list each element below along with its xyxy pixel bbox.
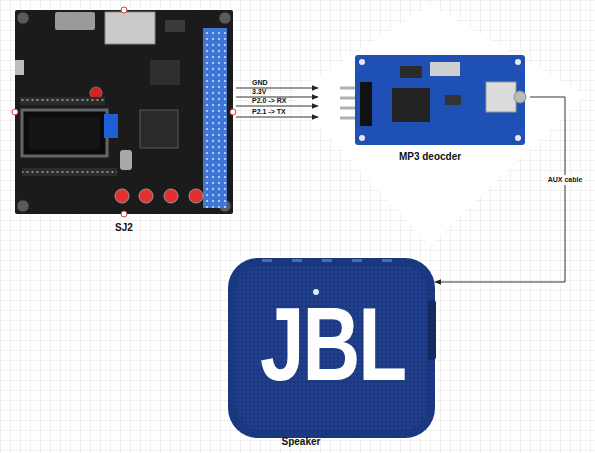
component xyxy=(430,62,460,76)
selection-handle xyxy=(12,109,18,115)
speaker-button xyxy=(262,259,272,262)
crystal xyxy=(120,150,132,170)
push-button xyxy=(115,189,129,203)
jack-socket xyxy=(514,91,526,103)
module-pcb xyxy=(355,55,525,145)
speaker-button xyxy=(352,259,362,262)
speaker-button xyxy=(382,259,392,262)
pin-header xyxy=(20,97,105,105)
component xyxy=(150,60,180,85)
pin-block xyxy=(360,82,372,126)
connector-arrow xyxy=(435,97,565,282)
connector-arrow xyxy=(236,88,318,89)
pin-header xyxy=(22,168,117,176)
signal-label: 3.3V xyxy=(252,88,266,96)
speaker-button xyxy=(292,259,302,262)
speaker-body xyxy=(228,258,435,438)
sd-card-slot xyxy=(105,12,155,44)
oled-display xyxy=(22,110,107,156)
connector-arrow xyxy=(236,106,318,107)
audio-jack xyxy=(486,82,516,112)
standoff xyxy=(17,12,29,24)
signal-label: GND xyxy=(252,79,268,87)
selection-handle xyxy=(230,109,236,115)
speaker-button xyxy=(322,259,332,262)
component xyxy=(165,20,185,32)
component xyxy=(400,66,422,78)
decoder-node: MP3 deocder xyxy=(318,50,530,145)
usb-port xyxy=(15,60,24,75)
node-caption: Speaker xyxy=(228,436,374,448)
microcontroller-chip xyxy=(140,110,178,148)
mount-hole xyxy=(359,135,365,141)
mount-hole xyxy=(515,135,521,141)
speaker-grille xyxy=(236,266,427,430)
selection-handle xyxy=(121,7,127,13)
potentiometer xyxy=(104,114,118,138)
node-caption: SJ2 xyxy=(15,222,233,234)
pcb xyxy=(15,10,233,214)
push-button xyxy=(139,189,153,203)
push-button xyxy=(164,189,178,203)
speaker-illustration xyxy=(228,258,436,438)
battery-holder xyxy=(55,12,95,30)
component xyxy=(445,95,461,105)
sj2-board-illustration xyxy=(12,7,236,217)
brand-logo: JBL xyxy=(255,293,410,397)
mount-hole xyxy=(515,59,521,65)
standoff xyxy=(219,12,231,24)
white-backdrop xyxy=(290,5,585,245)
speaker-strap xyxy=(428,300,436,360)
decoder-chip xyxy=(392,88,430,122)
oled-screen xyxy=(29,117,100,149)
mp3-module-illustration xyxy=(340,55,526,145)
node-caption: MP3 deocder xyxy=(318,151,542,163)
signal-label: P2.0 -> RX xyxy=(252,97,286,105)
push-button xyxy=(189,189,203,203)
board-node: SJ2 xyxy=(15,10,233,214)
standoff xyxy=(17,200,29,212)
mount-hole xyxy=(359,59,365,65)
signal-label: AUX cable xyxy=(546,175,585,185)
signal-label: P2.1 -> TX xyxy=(252,108,286,116)
pin-header xyxy=(203,28,227,208)
connector-arrow xyxy=(236,117,318,118)
selection-handle xyxy=(121,211,127,217)
